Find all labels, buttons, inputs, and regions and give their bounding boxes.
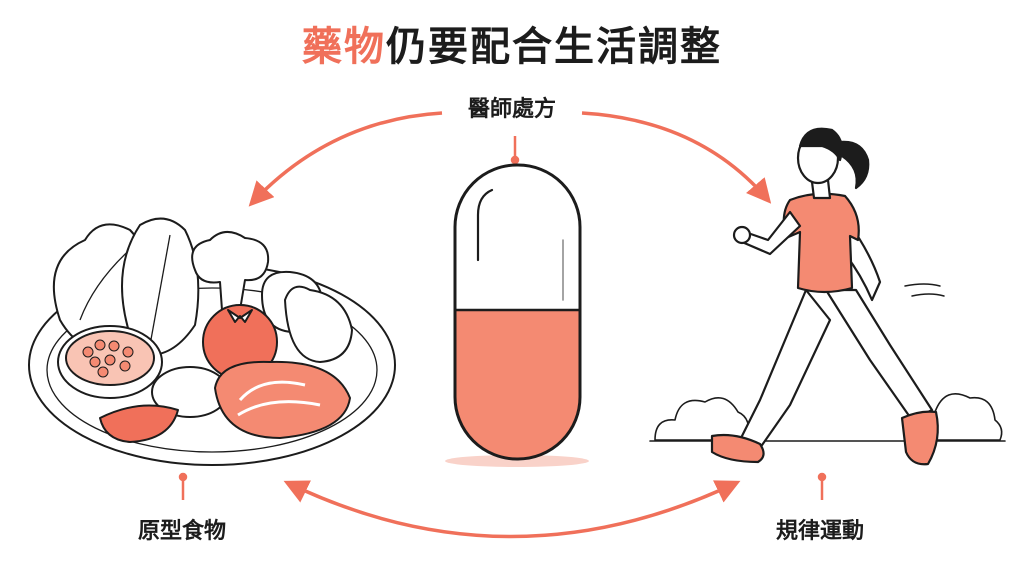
arrow-top-right: [581, 111, 772, 204]
title-rest: 仍要配合生活調整: [386, 24, 722, 70]
healthy-food-plate-icon: [28, 217, 396, 466]
walking-woman-icon: [649, 127, 1006, 466]
label-whole-food: 原型食物: [137, 519, 226, 544]
title-highlight: 藥物: [302, 24, 386, 70]
connector-ticks: [178, 136, 827, 500]
label-regular-exercise: 規律運動: [775, 519, 864, 544]
arrow-bottom: [283, 480, 741, 539]
arrow-top-left: [248, 111, 443, 207]
label-doctor-prescription: 醫師處方: [467, 97, 556, 122]
page-title: 藥物仍要配合生活調整: [0, 14, 1024, 72]
medicine-capsule-icon: [445, 163, 589, 467]
